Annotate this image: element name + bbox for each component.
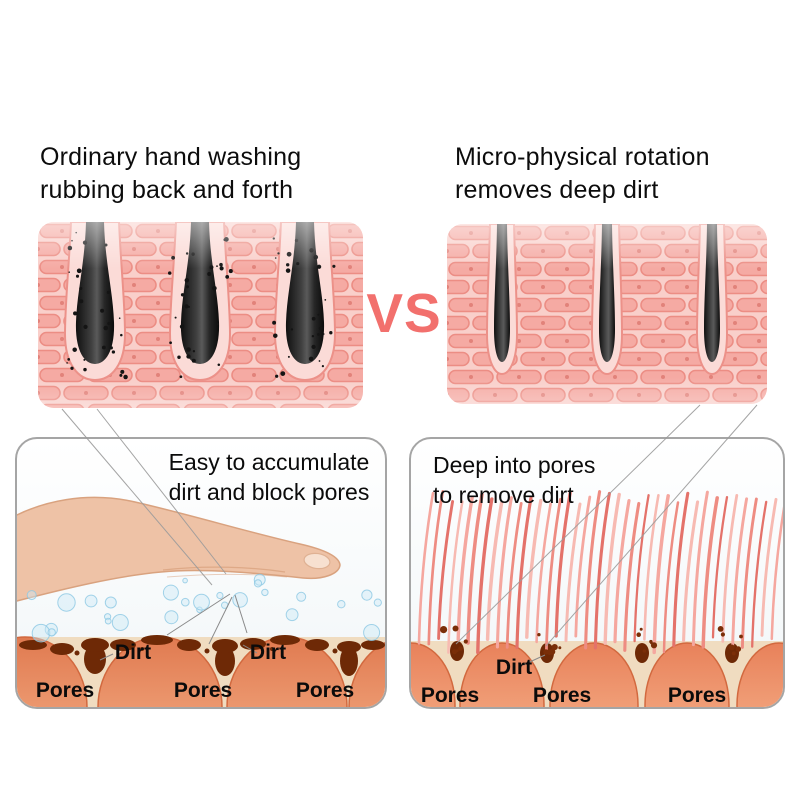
- dirt-blobs: [19, 635, 385, 676]
- left-heading-line2: rubbing back and forth: [40, 176, 294, 204]
- dirt-label: Dirt: [496, 656, 532, 679]
- right-heading: Micro-physical rotation removes deep dir…: [455, 141, 710, 207]
- right-heading-line1: Micro-physical rotation: [455, 143, 710, 171]
- right-card-caption-line2: to remove dirt: [433, 482, 574, 508]
- left-card-caption-line2: dirt and block pores: [169, 479, 370, 505]
- pores-label: Pores: [36, 679, 94, 702]
- clean-pores-illustration: [447, 224, 767, 404]
- fingernail: [303, 552, 331, 570]
- skin-light-overlay: [38, 222, 363, 408]
- bubble-layer: [26, 573, 382, 643]
- hand-washing-result-card: Easy to accumulate dirt and block pores …: [15, 437, 387, 709]
- vs-label: VS: [366, 282, 442, 344]
- skin-bumps: [411, 642, 783, 707]
- pores-label: Pores: [668, 684, 726, 707]
- hand-illustration: [17, 496, 341, 602]
- clean-pores-svg: [447, 224, 767, 404]
- left-heading: Ordinary hand washing rubbing back and f…: [40, 141, 301, 207]
- dirty-pores-svg: [38, 222, 363, 408]
- dirt-label: Dirt: [115, 641, 151, 664]
- dirt-pointer-lines: [522, 654, 546, 666]
- pores-label: Pores: [296, 679, 354, 702]
- skin-bumps: [17, 636, 385, 707]
- dirty-pores-illustration: [38, 222, 363, 408]
- skin-light-overlay: [447, 224, 767, 404]
- right-card-caption-line1: Deep into pores: [433, 452, 595, 478]
- hand-washing-svg: Easy to accumulate dirt and block pores …: [17, 449, 385, 707]
- pores-label: Pores: [174, 679, 232, 702]
- left-heading-line1: Ordinary hand washing: [40, 143, 302, 171]
- brush-rotation-result-card: Deep into pores to remove dirt Dirt Pore…: [409, 437, 785, 709]
- brush-rotation-svg: Deep into pores to remove dirt Dirt Pore…: [411, 452, 783, 707]
- brush-bristles: [417, 490, 783, 655]
- dirt-pointer-lines: [99, 593, 258, 661]
- dirt-label: Dirt: [250, 641, 286, 664]
- left-card-caption-line1: Easy to accumulate: [169, 449, 370, 475]
- pores-label: Pores: [421, 684, 479, 707]
- right-heading-line2: removes deep dirt: [455, 176, 659, 204]
- pores-label: Pores: [533, 684, 591, 707]
